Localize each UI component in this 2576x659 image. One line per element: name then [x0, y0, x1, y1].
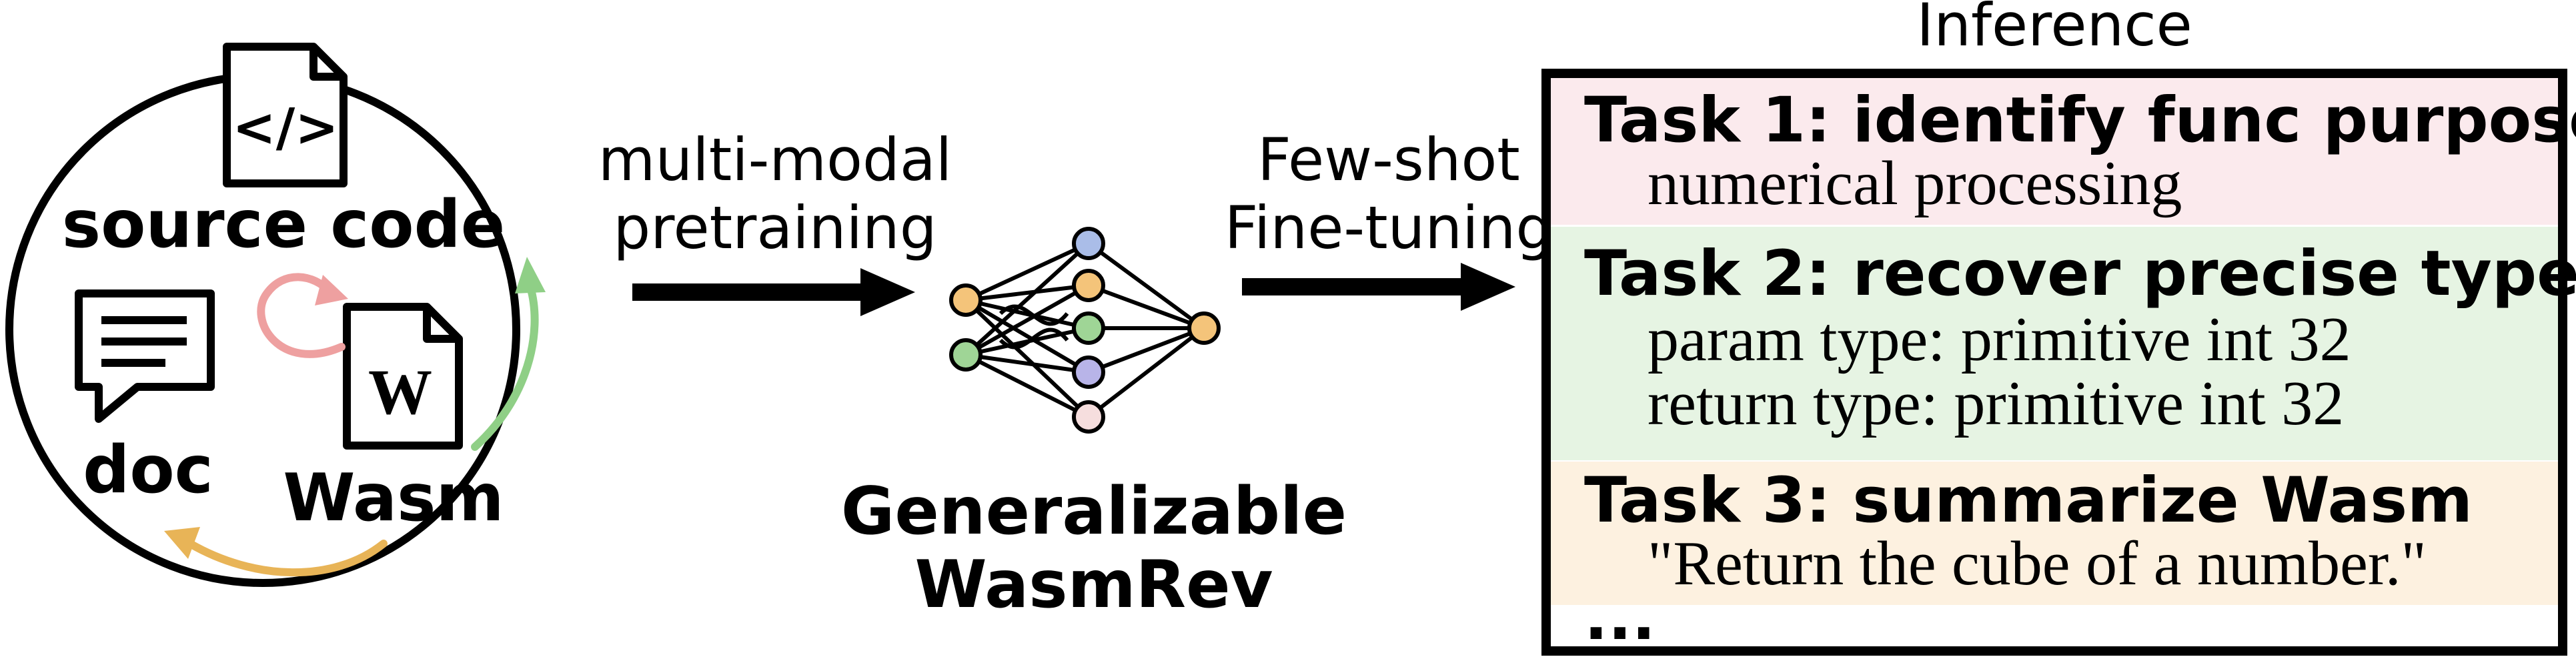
task3-title: Task 3: summarize Wasm [1584, 464, 2473, 537]
nn-hidden-node-3 [1072, 311, 1105, 345]
nn-output-node [1187, 311, 1221, 345]
code-file-icon: </> [223, 43, 348, 187]
wasm-label: Wasm [283, 460, 504, 536]
arrow2-line1: Few-shot [1257, 125, 1520, 194]
wasm-icon-letter: W [368, 356, 432, 428]
orange-arc-arrow [164, 527, 388, 577]
nn-hidden-node-5 [1072, 400, 1105, 434]
chat-doc-icon [75, 289, 215, 423]
pretraining-arrow-group: multi-modal pretraining [598, 125, 952, 316]
green-arc-arrow [471, 257, 546, 451]
arrow2-line2: Fine-tuning [1225, 193, 1553, 262]
inference-frame [1541, 69, 2567, 656]
arrow1-line2: pretraining [613, 193, 936, 262]
nn-hidden-node-1 [1072, 227, 1105, 260]
nn-input-node-2 [949, 338, 983, 372]
task2-title: Task 2: recover precise type [1584, 237, 2576, 310]
task3-background [1547, 462, 2561, 605]
doc-label: doc [83, 432, 213, 508]
finetuning-arrow-group: Few-shot Fine-tuning [1225, 125, 1553, 311]
nn-input-node-1 [949, 283, 983, 317]
finetuning-arrowhead [1461, 263, 1515, 311]
task3-line1: "Return the cube of a number." [1648, 529, 2427, 598]
task2-line2: return type: primitive int 32 [1648, 369, 2344, 438]
pink-loop-arrow [257, 273, 348, 358]
source-code-label: source code [62, 187, 505, 263]
task1-title: Task 1: identify func purpose [1584, 84, 2576, 157]
inference-panel: Inference Task 1: identify func purpose … [1541, 0, 2576, 656]
pretraining-arrowhead [860, 268, 915, 316]
modalities-panel: </> source code doc W Wasm [5, 43, 546, 587]
arrow1-line1: multi-modal [598, 125, 952, 194]
model-name-line1: Generalizable [841, 474, 1347, 550]
task2-background [1547, 227, 2561, 460]
task1-background [1547, 77, 2561, 225]
nn-hidden-node-4 [1072, 356, 1105, 389]
code-glyph: </> [232, 98, 338, 158]
nn-hidden-node-2 [1072, 269, 1105, 302]
model-name-line2: WasmRev [915, 547, 1273, 623]
task2-line1: param type: primitive int 32 [1648, 305, 2351, 374]
neural-network-icon [949, 227, 1221, 434]
inference-title: Inference [1916, 0, 2192, 59]
task1-line1: numerical processing [1648, 149, 2182, 218]
more-tasks-ellipsis: ... [1584, 582, 1656, 654]
wasm-file-icon: W [343, 303, 463, 450]
